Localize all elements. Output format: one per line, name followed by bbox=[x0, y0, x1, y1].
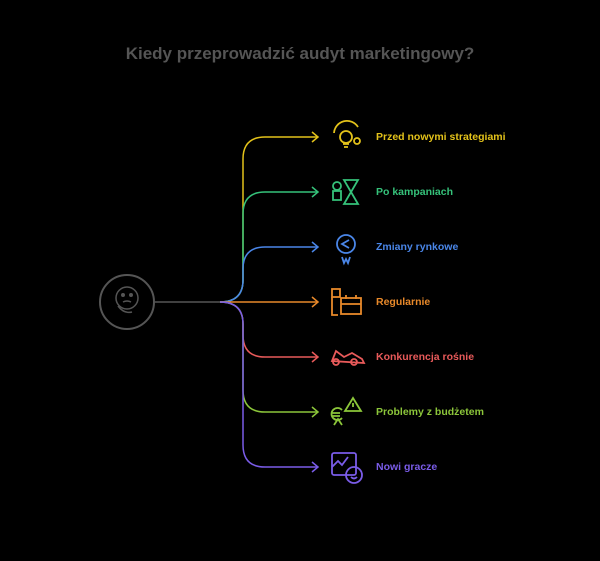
branch-connector bbox=[219, 246, 318, 303]
arrowhead-icon bbox=[311, 131, 320, 143]
branch-label: Nowi gracze bbox=[376, 461, 438, 473]
diagram-title: Kiedy przeprowadzić audyt marketingowy? bbox=[125, 44, 475, 63]
branch-label: Po kampaniach bbox=[376, 186, 454, 198]
branch-connector bbox=[219, 301, 318, 468]
arrowhead-icon bbox=[311, 186, 320, 198]
branch-label: Konkurencja rośnie bbox=[376, 351, 475, 363]
arrowhead-icon bbox=[311, 296, 320, 308]
branch-connector bbox=[219, 136, 318, 303]
branch-label: Regularnie bbox=[376, 296, 431, 308]
euro-warning-icon bbox=[330, 396, 363, 426]
branch-connector bbox=[219, 301, 318, 358]
lightbulb-cycle-icon bbox=[333, 120, 361, 148]
race-car-icon bbox=[330, 349, 366, 366]
arrowhead-icon bbox=[311, 241, 320, 253]
compass-west-icon bbox=[336, 234, 356, 266]
new-player-face-icon bbox=[331, 452, 363, 484]
branch-label: Przed nowymi strategiami bbox=[376, 131, 506, 143]
branch-label: Zmiany rynkowe bbox=[376, 241, 459, 253]
person-trophy-icon bbox=[332, 179, 360, 205]
branch-label: Problemy z budżetem bbox=[376, 406, 484, 418]
calendar-schedule-icon bbox=[331, 288, 362, 316]
arrowhead-icon bbox=[311, 461, 320, 473]
arrowhead-icon bbox=[311, 351, 320, 363]
arrowhead-icon bbox=[311, 406, 320, 418]
thinking-face-icon bbox=[99, 274, 155, 330]
